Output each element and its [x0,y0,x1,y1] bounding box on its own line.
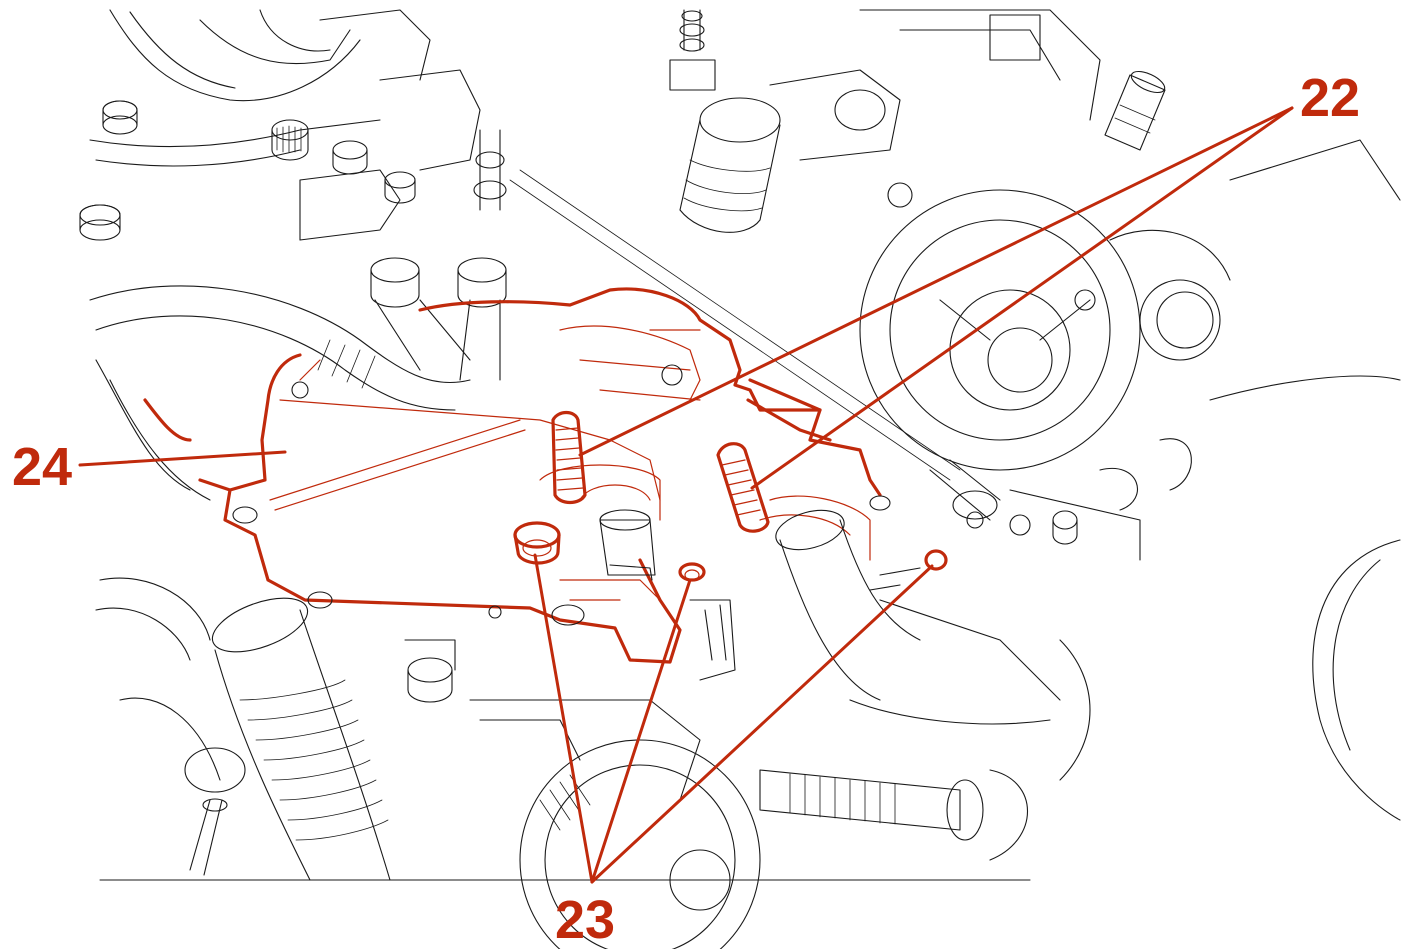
leader-22-b [750,106,1294,490]
hose-top-center [679,69,901,233]
hose-left [89,285,471,411]
bolt-23-c [869,549,948,591]
leader-24 [78,450,287,467]
bolt-top-2 [332,140,368,175]
rod-end [952,490,998,529]
bolt-bottom-center [404,639,456,703]
leader-23-c [590,564,934,884]
probe-bottom-left [184,747,246,876]
bolt-right-mid [1009,510,1078,545]
callout-label-24: 24 [12,437,72,497]
boss-right [1109,229,1231,361]
bolt-23-b [678,562,706,582]
pulley-right [859,182,1141,471]
threaded-rod [759,769,1028,861]
module-hose-right [775,509,921,701]
connector-upper [370,257,507,381]
ribbed-fitting-top [271,119,309,161]
callout-label-23: 23 [555,890,615,949]
module-outline [223,353,682,664]
highlighted-module-24 [143,287,948,701]
sensor-top-right [1104,70,1166,151]
module-connector [599,509,736,681]
hose-bottom-left [211,597,391,881]
bolt-left [79,204,121,241]
bolt-top-left [102,100,138,135]
leader-23-a [533,553,594,884]
leader-lines [78,106,1294,884]
stud-22-right [716,442,770,533]
leader-23-b [590,578,692,884]
stud-22-left [551,410,587,505]
module-bolts [232,364,891,626]
sensor-top-center [669,9,716,91]
callout-label-22: 22 [1300,68,1360,128]
bolt-23-a [513,521,561,565]
leader-22-a [578,106,1294,457]
